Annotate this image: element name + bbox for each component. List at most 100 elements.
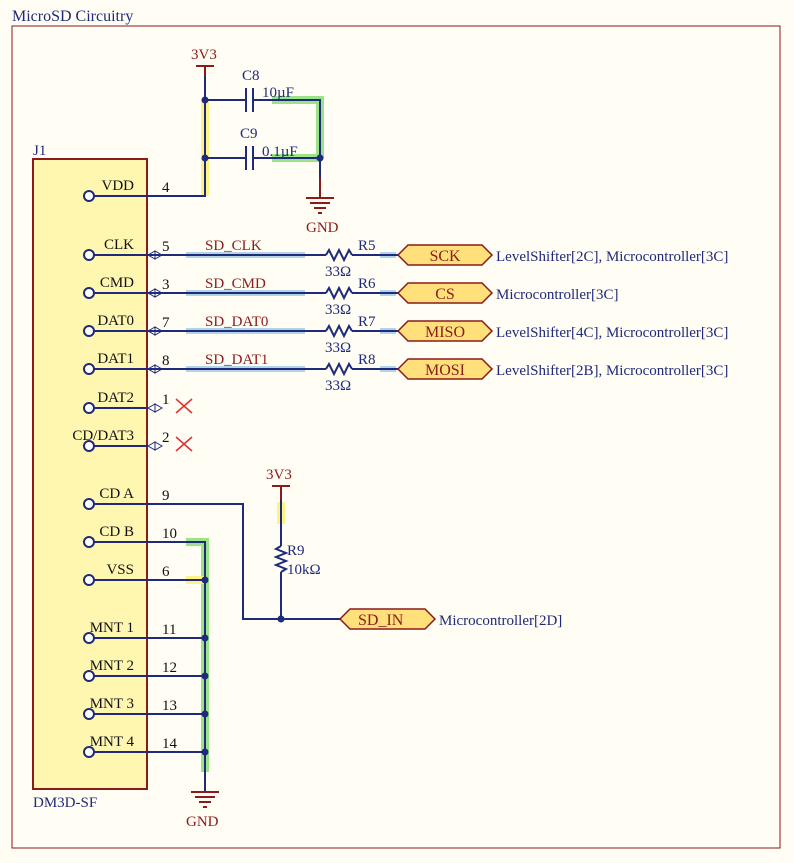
pin-label: CD B <box>99 524 134 540</box>
pin-label: MNT 3 <box>90 696 134 712</box>
pin-circle <box>83 708 95 720</box>
pin-number: 5 <box>162 239 170 255</box>
pin-number: 10 <box>162 526 177 542</box>
pin-cd-b[interactable]: CD B 10 <box>83 524 177 548</box>
pin-circle <box>83 498 95 510</box>
pin-label: CMD <box>100 275 134 291</box>
connector-j1[interactable]: J1 DM3D-SF <box>32 143 148 811</box>
pin-number: 12 <box>162 660 177 676</box>
pin-number: 13 <box>162 698 177 714</box>
supply-3v3-cd[interactable]: 3V3 <box>266 467 292 500</box>
pin-circle <box>83 440 95 452</box>
resistor-r8[interactable] <box>325 361 353 377</box>
pin-circle <box>83 190 95 202</box>
signal-row-mosi: SD_DAT1 R8 33Ω MOSI LevelShifter[2B], Microc… <box>147 352 728 394</box>
pin-io-arrow <box>146 403 164 413</box>
resistor-designator: R8 <box>358 352 376 368</box>
port-refs[interactable]: LevelShifter[2C], Microcontroller[3C] <box>496 249 728 265</box>
net-label: SD_CMD <box>205 276 266 292</box>
ground-symbol-top[interactable]: GND <box>306 178 339 236</box>
port-label: SCK <box>429 248 461 265</box>
port-sd-in-label: SD_IN <box>358 612 404 629</box>
net-label: SD_DAT1 <box>205 352 268 368</box>
pin-circle <box>83 746 95 758</box>
pin-mnt-1[interactable]: MNT 1 11 <box>83 620 176 644</box>
sheet-title: MicroSD Circuitry <box>12 8 133 25</box>
pin-cd-dat3[interactable]: CD/DAT3 2 <box>72 428 170 452</box>
capacitor-c8[interactable]: C8 10µF <box>242 68 294 112</box>
pin-label: DAT1 <box>97 351 134 367</box>
pin-circle <box>83 536 95 548</box>
pin-number: 8 <box>162 353 170 369</box>
pin-label: MNT 4 <box>90 734 135 750</box>
pin-number: 14 <box>162 736 178 752</box>
pin-dat1[interactable]: DAT1 8 <box>83 351 170 375</box>
capacitor-c9-value: 0.1µF <box>262 144 298 160</box>
pin-label: MNT 2 <box>90 658 134 674</box>
port-refs[interactable]: Microcontroller[3C] <box>496 287 618 303</box>
pin-circle <box>83 363 95 375</box>
supply-3v3-top[interactable]: 3V3 <box>191 47 217 76</box>
port-refs[interactable]: LevelShifter[4C], Microcontroller[3C] <box>496 325 728 341</box>
pin-circle <box>83 670 95 682</box>
resistor-r5[interactable] <box>325 247 353 263</box>
pin-clk[interactable]: CLK 5 <box>83 237 170 261</box>
capacitor-c9-designator: C9 <box>240 126 258 142</box>
ground-symbol-bottom[interactable]: GND <box>186 791 219 830</box>
port-sck[interactable] <box>396 244 494 266</box>
no-connect-cd-dat3 <box>175 436 193 452</box>
port-label: CS <box>435 286 455 303</box>
pin-number: 7 <box>162 315 170 331</box>
pin-number: 3 <box>162 277 170 293</box>
resistor-r9-designator: R9 <box>287 543 305 559</box>
resistor-value: 33Ω <box>325 302 351 318</box>
ground-bottom-label: GND <box>186 814 219 830</box>
resistor-r7[interactable] <box>325 323 353 339</box>
capacitor-c9[interactable]: C9 0.1µF <box>240 126 298 170</box>
pin-label: CD/DAT3 <box>72 428 134 444</box>
port-label: MOSI <box>425 362 465 379</box>
pin-cmd[interactable]: CMD 3 <box>83 275 170 299</box>
port-refs[interactable]: LevelShifter[2B], Microcontroller[3C] <box>496 363 728 379</box>
resistor-value: 33Ω <box>325 378 351 394</box>
resistor-designator: R6 <box>358 276 376 292</box>
port-sd-in-refs[interactable]: Microcontroller[2D] <box>439 613 562 629</box>
port-mosi[interactable] <box>396 358 494 380</box>
pin-mnt-3[interactable]: MNT 3 13 <box>83 696 177 720</box>
port-sd-in[interactable]: SD_IN <box>338 608 437 630</box>
pin-circle <box>83 287 95 299</box>
connector-part-number: DM3D-SF <box>33 795 97 811</box>
pin-io-arrow <box>146 441 164 451</box>
connector-body[interactable] <box>32 158 148 790</box>
resistor-r9[interactable]: R9 10kΩ <box>273 543 321 578</box>
resistor-value: 33Ω <box>325 264 351 280</box>
pin-label: MNT 1 <box>90 620 134 636</box>
pin-label: VDD <box>102 178 135 194</box>
no-connect-dat2 <box>175 398 193 414</box>
port-cs[interactable] <box>396 282 494 304</box>
pin-label: VSS <box>106 562 134 578</box>
supply-3v3-top-label: 3V3 <box>191 47 217 63</box>
pin-number: 2 <box>162 430 170 446</box>
pin-label: CLK <box>104 237 134 253</box>
port-miso[interactable] <box>396 320 494 342</box>
pin-mnt-2[interactable]: MNT 2 12 <box>83 658 177 682</box>
resistor-r6[interactable] <box>325 285 353 301</box>
ground-top-label: GND <box>306 220 339 236</box>
sheet-border <box>11 25 781 849</box>
net-label: SD_DAT0 <box>205 314 268 330</box>
port-label: MISO <box>425 324 465 341</box>
pin-label: CD A <box>99 486 134 502</box>
supply-3v3-cd-label: 3V3 <box>266 467 292 483</box>
pin-mnt-4[interactable]: MNT 4 14 <box>83 734 178 758</box>
pin-number: 11 <box>162 622 176 638</box>
